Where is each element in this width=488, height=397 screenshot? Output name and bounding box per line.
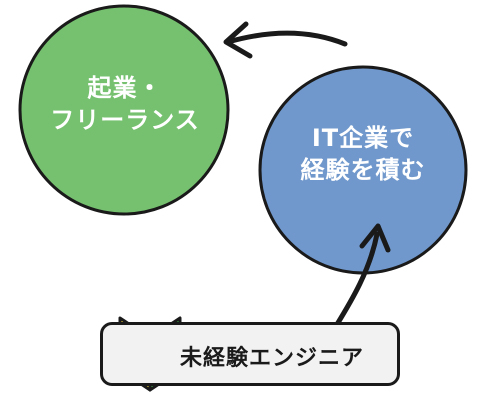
arrow-head-left [223, 21, 253, 59]
bottom-node-label: 未経験エンジニア [180, 346, 365, 371]
left-circle [18, 4, 230, 216]
arrow-head-up [359, 223, 391, 253]
bottom-node-box [100, 322, 400, 386]
arrow-bottom-to-right [333, 231, 380, 329]
left-node-line-2: フリーランス [50, 106, 200, 135]
left-node-label: 起業・ フリーランス [30, 72, 220, 137]
right-node-line-1: IT企業で [311, 124, 415, 152]
right-node-line-2: 経験を積む [300, 156, 426, 185]
arrow-right-to-left [225, 30, 348, 47]
right-node-label: IT企業で 経験を積む [268, 122, 458, 187]
left-node-line-1: 起業・ [87, 74, 163, 102]
